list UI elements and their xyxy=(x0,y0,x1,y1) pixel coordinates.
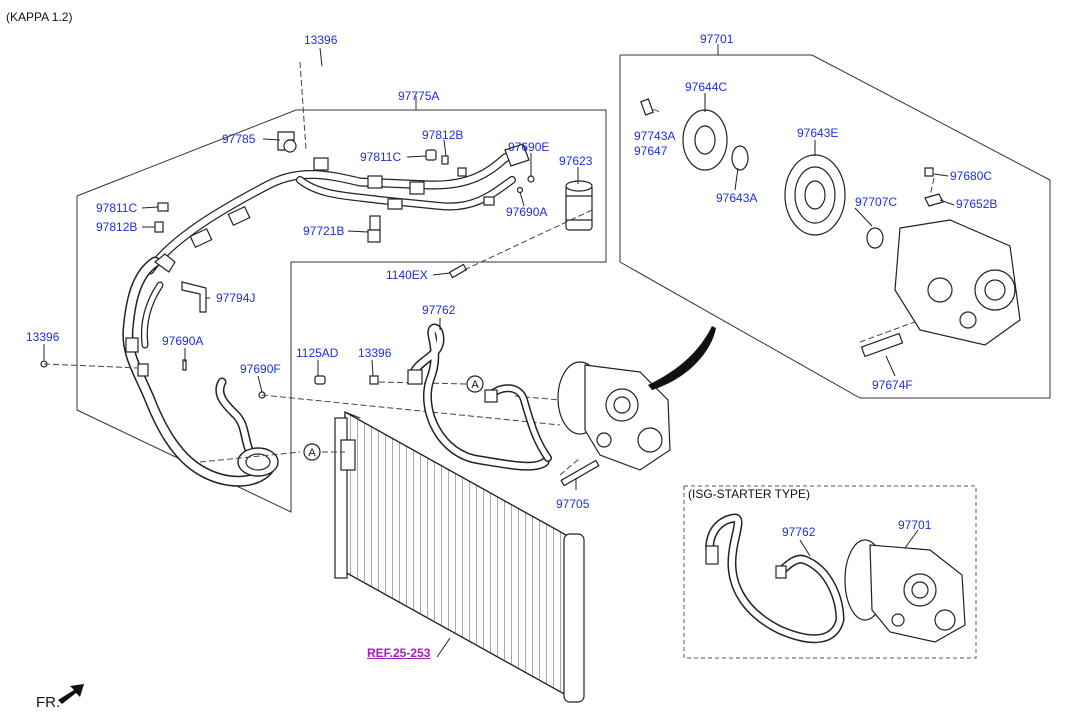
callout-a-1: A xyxy=(308,447,316,459)
main-compressor xyxy=(557,361,671,487)
pointer-arrow xyxy=(648,326,716,390)
dashed-leaders xyxy=(43,61,935,476)
hose-97762 xyxy=(407,323,552,471)
bolt-1140ex xyxy=(448,263,468,279)
part-label-97794j[interactable]: 97794J xyxy=(216,291,256,305)
part-label-97690f[interactable]: 97690F xyxy=(240,362,281,376)
callout-a-markers xyxy=(303,375,484,461)
part-label-97701-main[interactable]: 97701 xyxy=(700,32,734,46)
part-label-13396-mid[interactable]: 13396 xyxy=(358,346,392,360)
part-label-97674f[interactable]: 97674F xyxy=(872,378,913,392)
condenser xyxy=(334,410,585,703)
isg-box-title: (ISG-STARTER TYPE) xyxy=(688,487,811,501)
isg-starter-box xyxy=(683,485,977,659)
part-label-13396-left[interactable]: 13396 xyxy=(26,330,60,344)
part-label-97811c-top[interactable]: 97811C xyxy=(360,150,402,164)
part-label-97652b[interactable]: 97652B xyxy=(956,197,998,211)
part-label-97811c-left[interactable]: 97811C xyxy=(96,201,138,215)
part-label-97743a[interactable]: 97743A xyxy=(634,129,676,143)
isg-parts xyxy=(705,513,845,644)
part-label-97775a[interactable]: 97775A xyxy=(398,89,440,103)
part-label-97762-isg[interactable]: 97762 xyxy=(782,525,816,539)
clutch-parts xyxy=(640,98,1021,358)
part-label-97643e[interactable]: 97643E xyxy=(797,126,839,140)
part-label-97623[interactable]: 97623 xyxy=(559,154,593,168)
part-label-97701-isg[interactable]: 97701 xyxy=(898,518,932,532)
variant-title: (KAPPA 1.2) xyxy=(6,10,73,24)
part-label-1125ad[interactable]: 1125AD xyxy=(296,346,339,360)
isg-compressor xyxy=(844,539,966,643)
part-label-97762-main[interactable]: 97762 xyxy=(422,303,456,317)
part-label-1140ex[interactable]: 1140EX xyxy=(386,268,428,282)
part-label-97785[interactable]: 97785 xyxy=(222,132,256,146)
label-leaders xyxy=(43,47,955,658)
left-hose xyxy=(122,253,279,487)
part-label-97721b[interactable]: 97721B xyxy=(303,224,345,238)
part-label-97680c[interactable]: 97680C xyxy=(950,169,993,183)
hose-fittings xyxy=(40,131,535,399)
upper-tube-set xyxy=(145,143,530,275)
receiver-drier xyxy=(565,180,593,231)
part-label-97705[interactable]: 97705 xyxy=(556,497,590,511)
compressor-group-outline xyxy=(619,54,1051,399)
part-label-97690e[interactable]: 97690E xyxy=(508,140,550,154)
part-label-97647[interactable]: 97647 xyxy=(634,144,668,158)
part-label-97690a-top[interactable]: 97690A xyxy=(506,205,548,219)
callout-a-2: A xyxy=(471,379,479,391)
ref-link-25-253[interactable]: REF.25-253 xyxy=(367,646,431,660)
front-arrow-icon xyxy=(58,684,84,704)
part-label-97812b-left[interactable]: 97812B xyxy=(96,220,138,234)
front-indicator: FR. xyxy=(36,694,61,711)
hose-group-outline xyxy=(76,109,607,513)
part-label-97690a-left[interactable]: 97690A xyxy=(162,334,204,348)
part-label-97644c[interactable]: 97644C xyxy=(685,80,728,94)
part-label-97643a[interactable]: 97643A xyxy=(716,191,758,205)
part-label-97707c[interactable]: 97707C xyxy=(855,195,898,209)
part-label-13396-top[interactable]: 13396 xyxy=(304,33,338,47)
part-label-97812b-top[interactable]: 97812B xyxy=(422,128,464,142)
